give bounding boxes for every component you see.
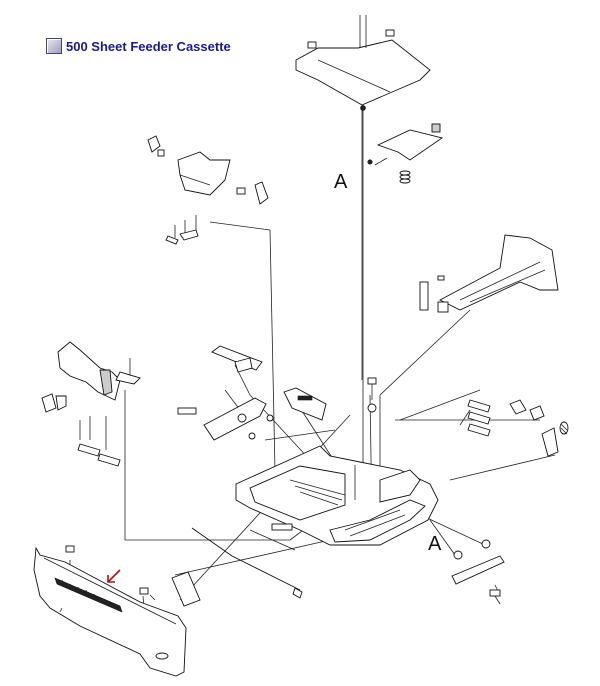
diagram-title: 500 Sheet Feeder Cassette [66,38,231,54]
lever-rods [171,527,303,607]
cassette-main-frame [235,445,439,546]
center-screws [367,377,377,413]
indicator-arrow [107,569,121,583]
cassette-front-cover[interactable] [33,545,187,677]
right-rail-bracket [419,234,559,313]
right-lower-bracket [451,539,505,605]
document-icon[interactable] [46,38,62,54]
callout-a-upper: A [334,171,348,193]
callout-a-lower: A [428,533,442,555]
guide-strip [211,345,263,373]
right-clip-parts [467,399,569,457]
diagram-header: 500 Sheet Feeder Cassette [46,36,231,56]
left-guide-assembly [41,341,141,467]
upper-left-bracket [147,135,269,245]
center-gear-assembly [177,387,327,441]
top-bracket [295,15,431,111]
plate-and-spring [367,123,444,184]
